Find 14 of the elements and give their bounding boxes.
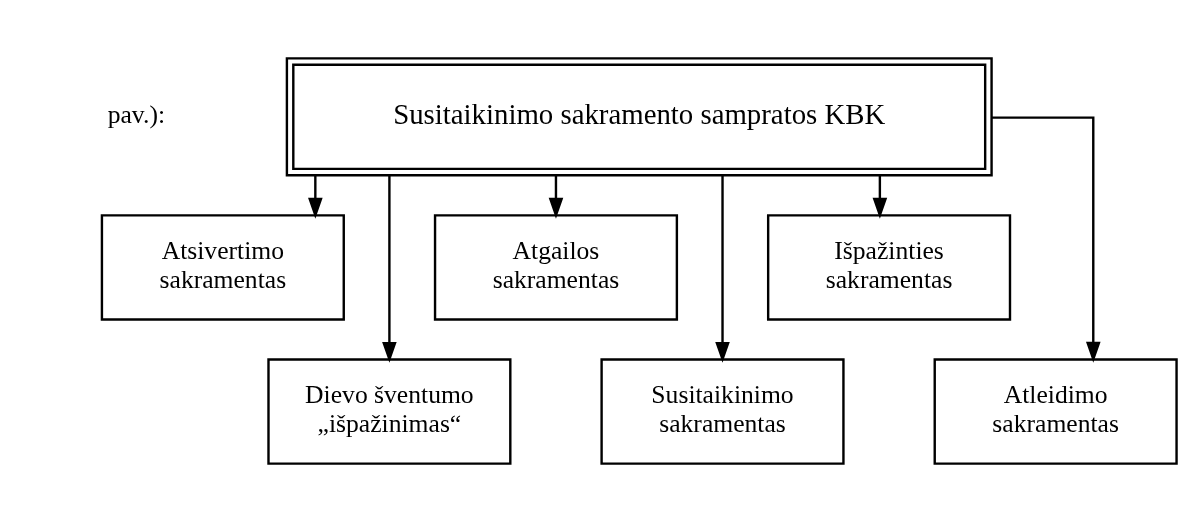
arrow bbox=[872, 175, 888, 219]
arrow bbox=[991, 116, 1101, 363]
node-box: Atgailos sakramentas bbox=[433, 214, 679, 321]
node-box: Susitaikinimo sakramento sampratos KBK bbox=[285, 57, 993, 177]
arrow bbox=[715, 175, 730, 363]
node-box: Atleidimo sakramentas bbox=[933, 358, 1178, 465]
arrow bbox=[308, 175, 323, 219]
arrow bbox=[548, 175, 564, 219]
node-box: Atsivertimo sakramentas bbox=[100, 214, 345, 321]
node-box: Išpažinties sakramentas bbox=[766, 214, 1012, 321]
arrow bbox=[382, 175, 397, 363]
node-box: Dievo šventumo „išpažinimas“ bbox=[267, 358, 512, 465]
label: pav.): bbox=[107, 99, 166, 129]
node-box: Susitaikinimo sakramentas bbox=[600, 358, 845, 465]
